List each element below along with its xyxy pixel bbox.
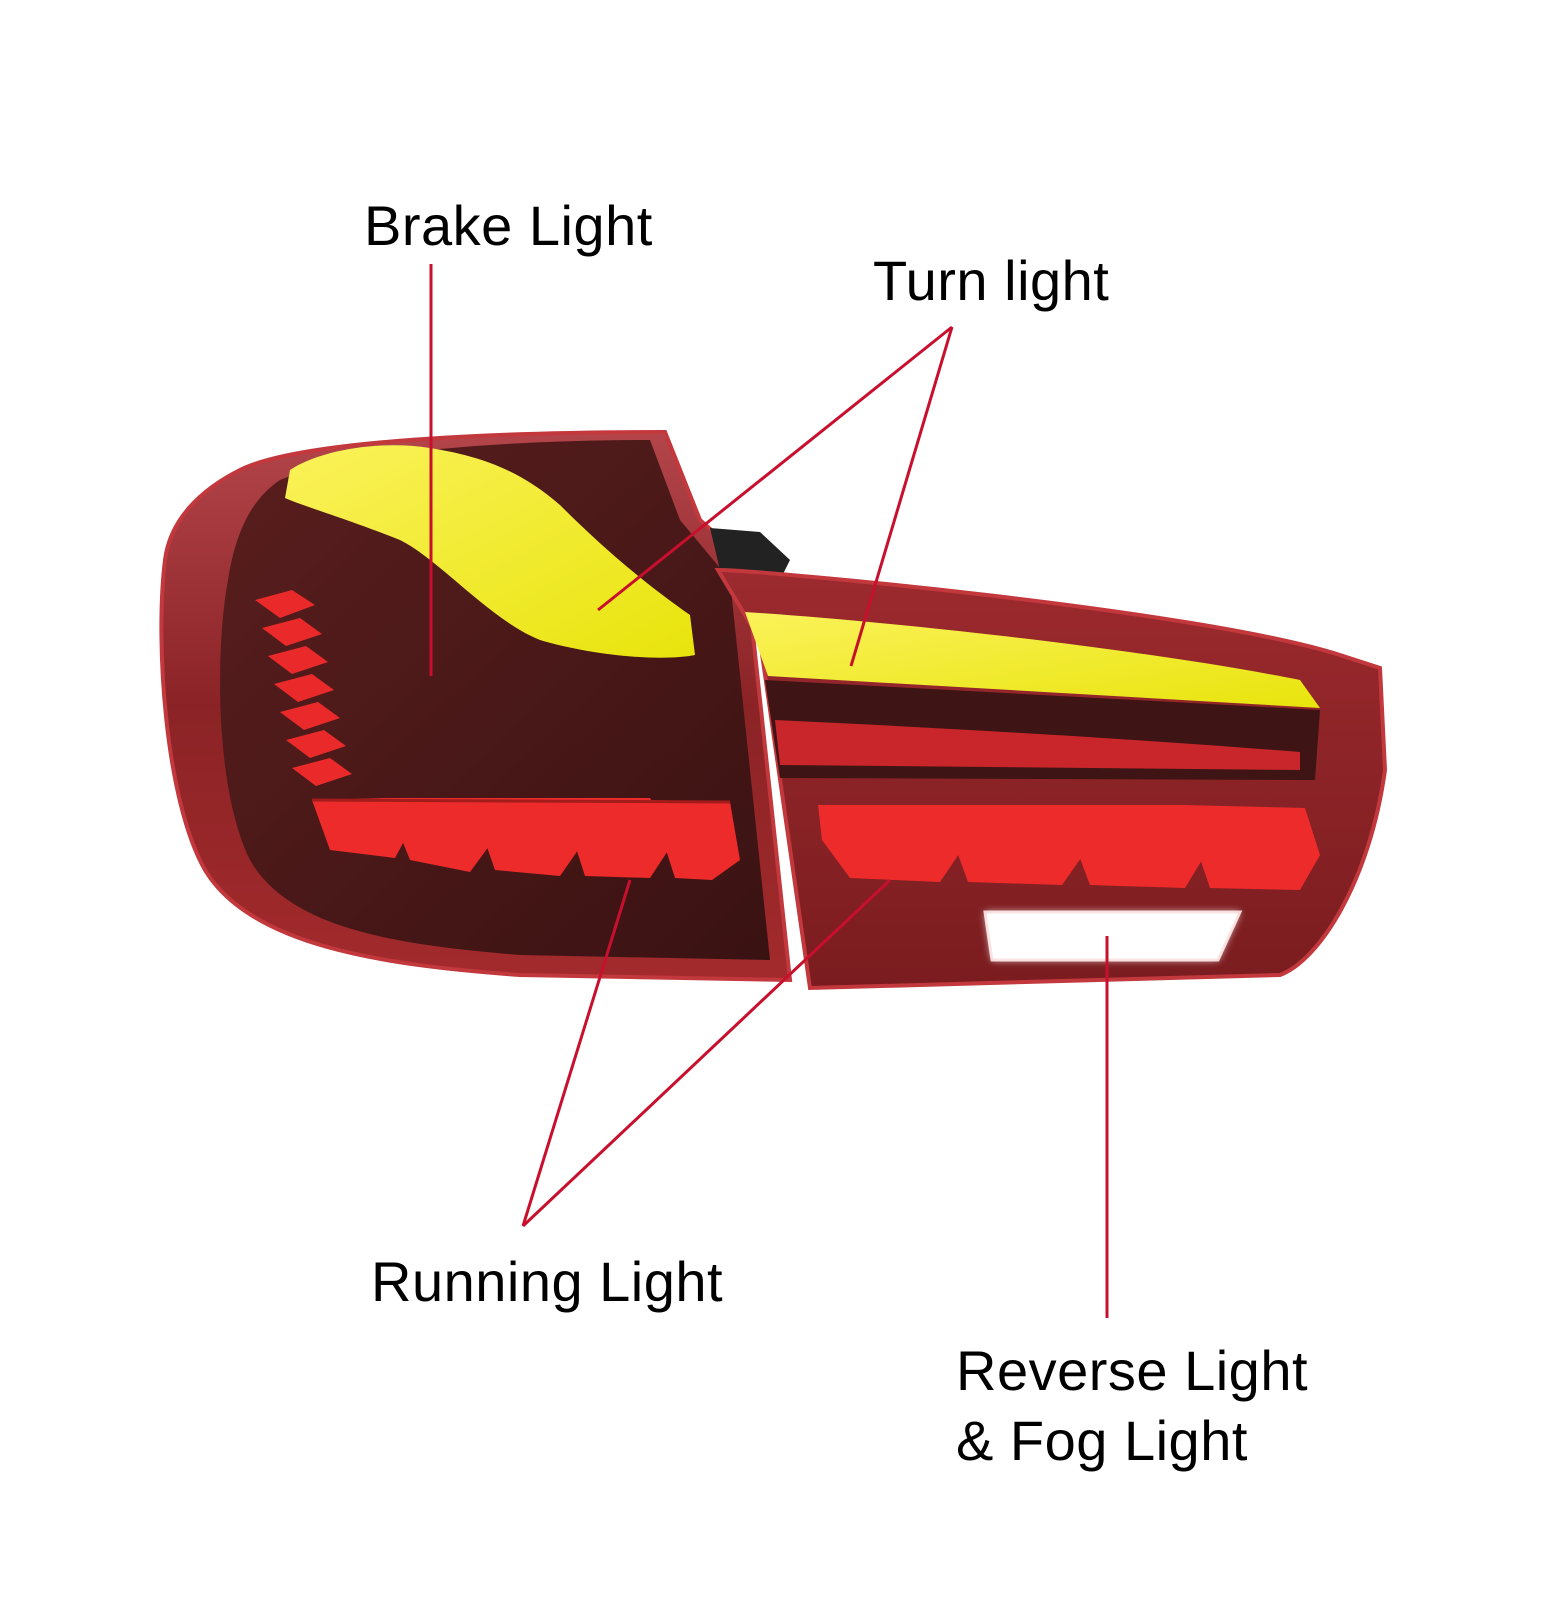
running-light-vertical-segments xyxy=(255,590,352,786)
leader-lines xyxy=(429,264,1109,1318)
running-light-right-segments xyxy=(818,805,1320,890)
brake-light-label: Brake Light xyxy=(364,194,653,257)
reverse-fog-light-label: Reverse Light & Fog Light xyxy=(956,1336,1308,1476)
reverse-light-label-line1: Reverse Light xyxy=(956,1339,1309,1402)
connector-plug xyxy=(710,528,790,580)
running-light-left-segments xyxy=(312,798,740,880)
running-light-leader-2 xyxy=(521,878,892,1228)
turn-light-label: Turn light xyxy=(873,249,1110,312)
running-light-label: Running Light xyxy=(371,1250,724,1313)
turn-light-yellow-strip xyxy=(745,612,1320,708)
outer-lamp xyxy=(159,429,793,983)
turn-light-leader-1 xyxy=(597,325,953,612)
turn-light-leader-2 xyxy=(849,326,954,667)
brake-light-yellow-strip xyxy=(285,445,695,658)
running-light-leader-1 xyxy=(521,879,632,1227)
inner-lamp xyxy=(714,567,1388,991)
fog-light-label-line2: & Fog Light xyxy=(956,1409,1248,1472)
